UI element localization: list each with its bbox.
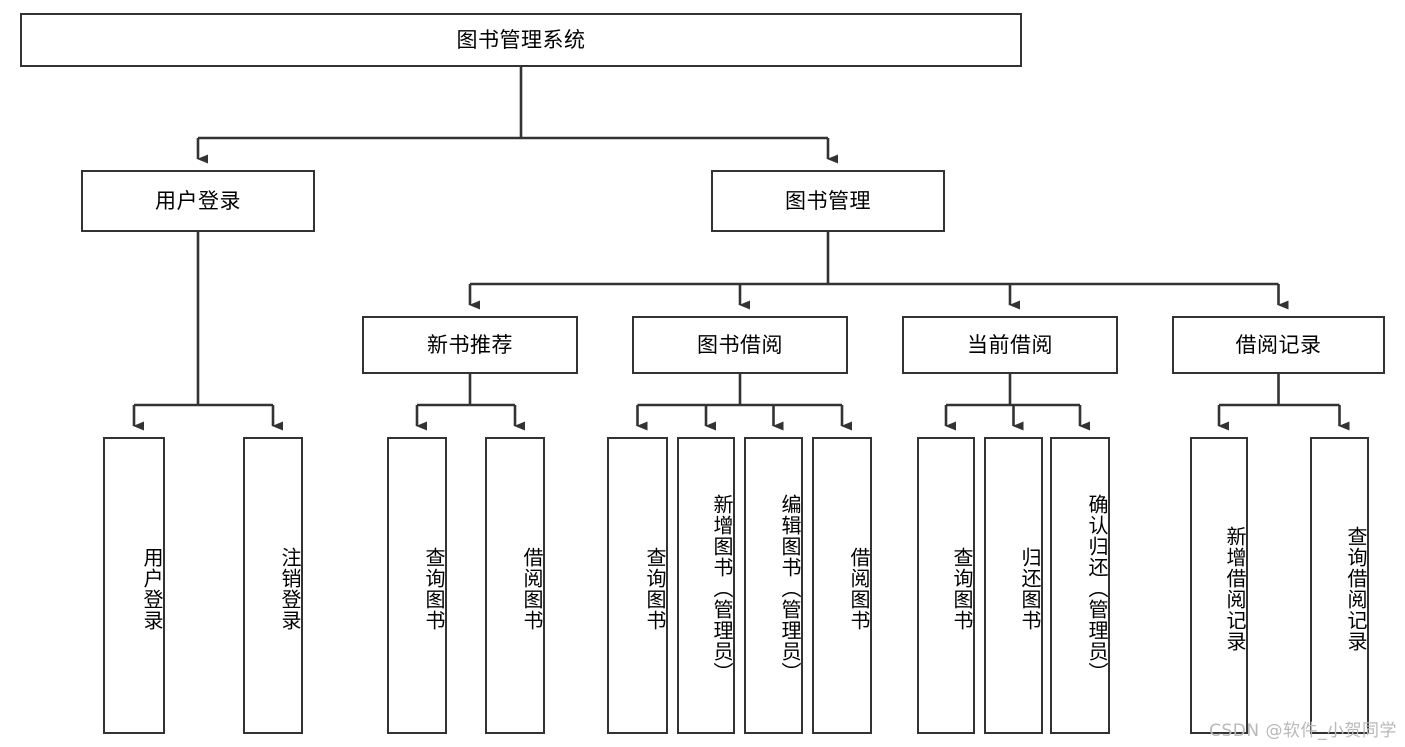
node-label: 归还图书 [1018,546,1042,631]
node-label: 新增图书（管理员） [710,494,734,683]
node-l3-rec-add[interactable]: 新增借阅记录 [1190,437,1248,734]
node-label: 查询图书 [950,546,974,631]
node-label: 用户登录 [155,188,241,213]
node-l3-cur-confirm[interactable]: 确认归还（管理员） [1050,437,1110,734]
node-label: 查询借阅记录 [1344,525,1368,652]
node-label: 用户登录 [140,546,164,631]
node-label: 图书管理系统 [456,27,586,52]
node-label: 借阅图书 [520,546,544,631]
node-label: 借阅记录 [1235,332,1322,357]
node-l3-bk-edit[interactable]: 编辑图书（管理员） [744,437,803,734]
node-l2-newbook[interactable]: 新书推荐 [362,316,578,374]
node-label: 新书推荐 [427,332,513,357]
node-l3-user-login[interactable]: 用户登录 [103,437,165,734]
node-label: 图书管理 [785,188,871,213]
node-l3-user-logout[interactable]: 注销登录 [243,437,303,734]
node-root[interactable]: 图书管理系统 [20,13,1022,67]
node-l3-bk-borrow[interactable]: 借阅图书 [812,437,872,734]
node-l3-bk-add[interactable]: 新增图书（管理员） [677,437,735,734]
node-l3-rec-query[interactable]: 查询借阅记录 [1310,437,1369,734]
node-l1-manage[interactable]: 图书管理 [711,170,945,232]
node-label: 编辑图书（管理员） [778,494,802,683]
node-label: 新增借阅记录 [1223,525,1247,652]
node-l3-cur-query[interactable]: 查询图书 [917,437,975,734]
node-l3-nb-borrow[interactable]: 借阅图书 [485,437,545,734]
node-label: 查询图书 [422,546,446,631]
node-l3-bk-query[interactable]: 查询图书 [607,437,668,734]
node-l2-record[interactable]: 借阅记录 [1172,316,1385,374]
node-label: 确认归还（管理员） [1085,494,1109,683]
node-label: 借阅图书 [847,546,871,631]
node-l2-current[interactable]: 当前借阅 [902,316,1118,374]
node-l2-borrow[interactable]: 图书借阅 [632,316,848,374]
node-l1-login[interactable]: 用户登录 [81,170,315,232]
node-label: 查询图书 [643,546,667,631]
node-l3-nb-query[interactable]: 查询图书 [387,437,447,734]
node-label: 当前借阅 [967,332,1053,357]
node-label: 图书借阅 [697,332,783,357]
node-l3-cur-return[interactable]: 归还图书 [984,437,1043,734]
node-label: 注销登录 [278,546,302,631]
